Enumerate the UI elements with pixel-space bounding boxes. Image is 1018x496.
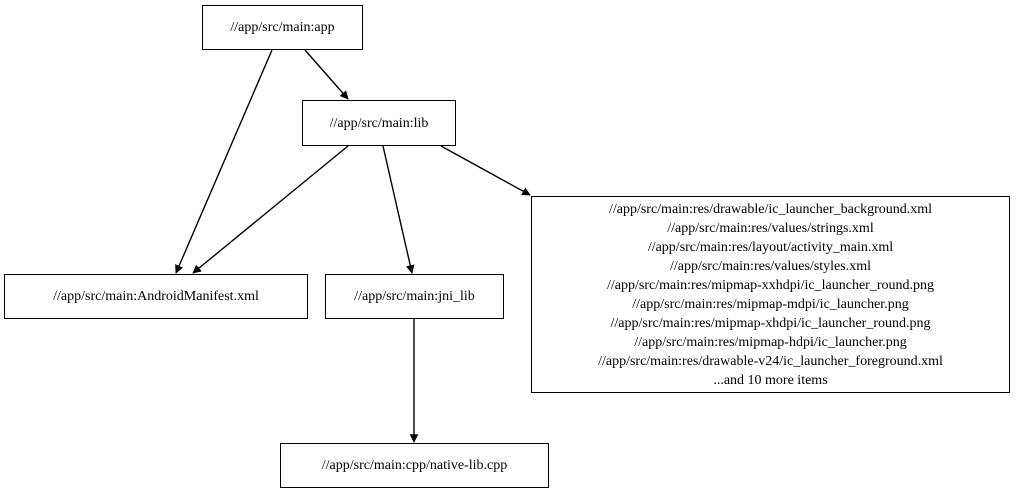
edge-app-to-manifest: [175, 49, 273, 274]
node-app[interactable]: //app/src/main:app: [202, 5, 363, 50]
edge-lib-to-manifest: [192, 145, 349, 274]
node-lib[interactable]: //app/src/main:lib: [302, 100, 456, 146]
node-native-lib-cpp[interactable]: //app/src/main:cpp/native-lib.cpp: [280, 443, 549, 488]
node-resources-group-label: //app/src/main:res/drawable/ic_launcher_…: [598, 201, 943, 388]
edge-lib-to-jni-lib: [382, 145, 415, 274]
node-resources-group[interactable]: //app/src/main:res/drawable/ic_launcher_…: [531, 196, 1010, 393]
node-android-manifest-label: //app/src/main:AndroidManifest.xml: [53, 289, 259, 304]
node-jni-lib[interactable]: //app/src/main:jni_lib: [325, 274, 504, 319]
edge-app-to-lib: [304, 49, 349, 100]
node-lib-label: //app/src/main:lib: [329, 115, 429, 131]
node-native-lib-cpp-label: //app/src/main:cpp/native-lib.cpp: [321, 458, 508, 473]
node-android-manifest[interactable]: //app/src/main:AndroidManifest.xml: [4, 274, 308, 319]
node-jni-lib-label: //app/src/main:jni_lib: [354, 289, 475, 304]
node-app-label: //app/src/main:app: [230, 20, 335, 35]
edge-lib-to-resources: [440, 145, 531, 196]
